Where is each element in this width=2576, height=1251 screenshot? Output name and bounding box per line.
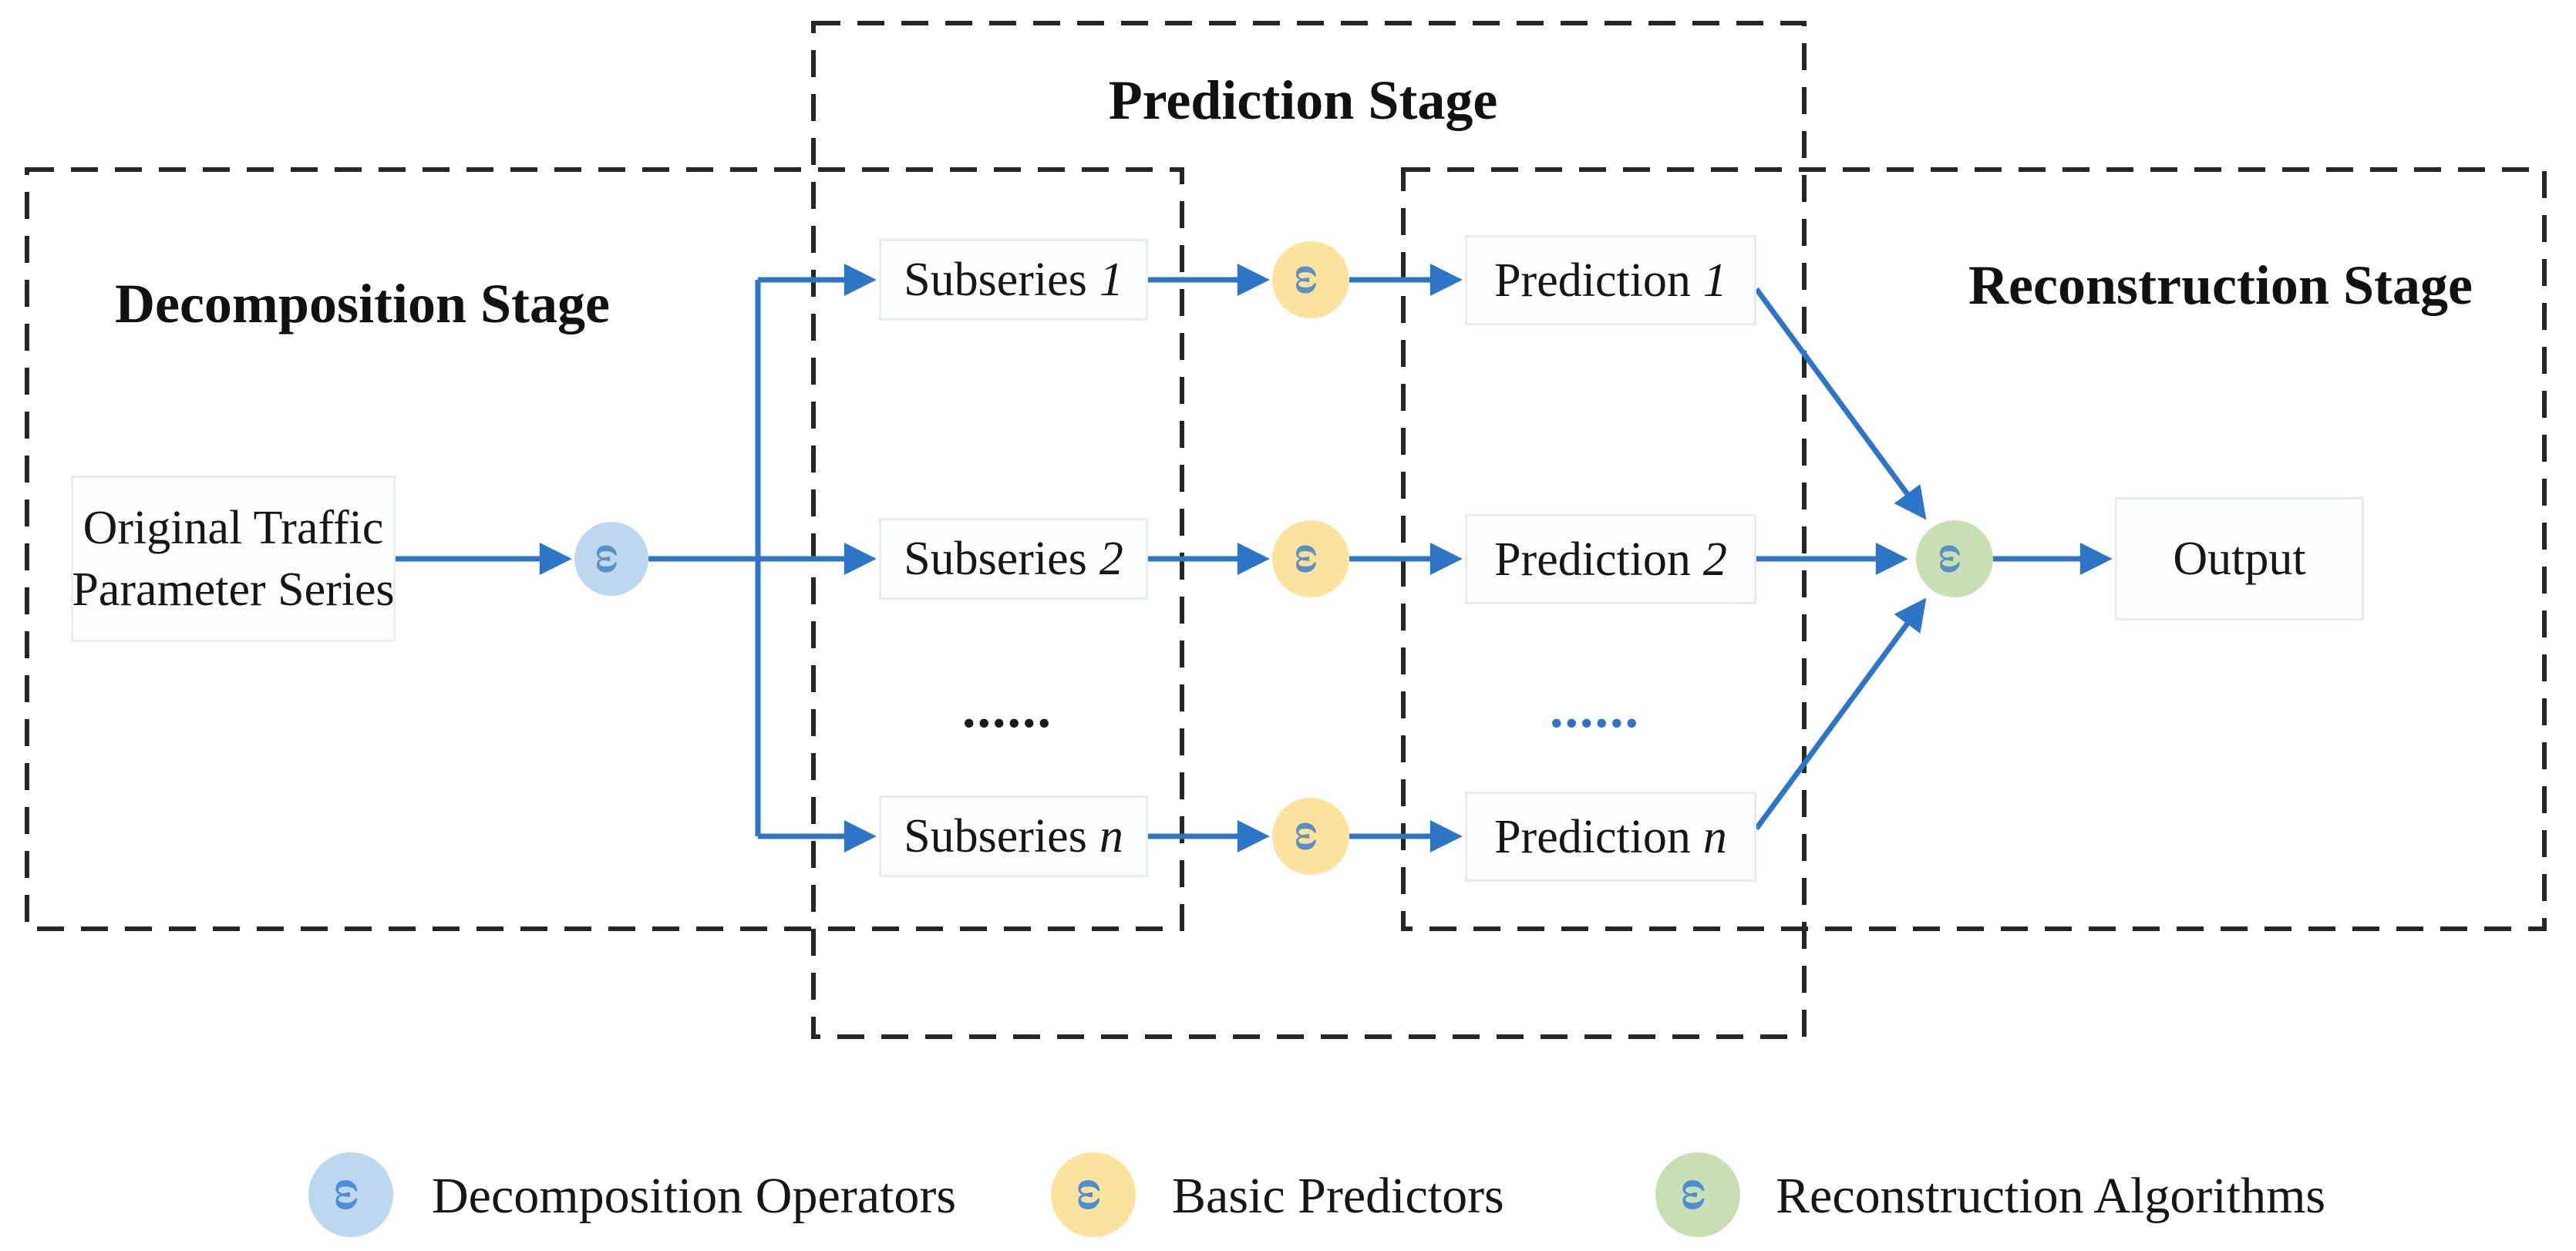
arrow-prediction1-to-reconstructor [1754, 287, 1927, 520]
input-line2: Parameter Series [72, 563, 395, 616]
omega-icon: ω [326, 1178, 376, 1212]
subseries-ellipsis: ...... [962, 680, 1052, 739]
subseries-n-index: n [1099, 810, 1123, 863]
reconstruction-stage-title: Reconstruction Stage [1968, 254, 2473, 316]
subseries-1-label: Subseries [904, 254, 1087, 306]
omega-icon: ω [1673, 1178, 1723, 1212]
omega-icon: ω [1287, 543, 1334, 574]
node-prediction-2: Prediction 2 [1465, 514, 1756, 604]
prediction-n-index: n [1702, 810, 1727, 863]
node-subseries-1: Subseries 1 [879, 239, 1148, 321]
omega-icon: ω [1069, 1178, 1119, 1212]
omega-icon: ω [1287, 821, 1334, 852]
prediction-2-index: 2 [1702, 533, 1727, 586]
prediction-1-index: 1 [1702, 254, 1727, 307]
legend-reconstruction-algorithms-icon: ω [1655, 1152, 1740, 1237]
node-prediction-1: Prediction 1 [1465, 235, 1756, 325]
predictions-ellipsis: ...... [1550, 680, 1640, 739]
node-prediction-n: Prediction n [1465, 792, 1756, 882]
node-output: Output [2115, 497, 2364, 620]
prediction-stage-border [811, 21, 1807, 1039]
decomposition-stage-border [25, 167, 1184, 931]
decomposition-operator-icon: ω [574, 522, 648, 596]
arrow-predictionN-to-reconstructor [1754, 597, 1927, 831]
legend-decomposition-operators-icon: ω [308, 1152, 393, 1237]
basic-predictor-icon-1: ω [1272, 241, 1349, 318]
prediction-stage-title: Prediction Stage [1108, 69, 1498, 131]
legend-basic-predictors-icon: ω [1051, 1152, 1136, 1237]
subseries-n-label: Subseries [904, 810, 1087, 863]
legend-basic-predictors-label: Basic Predictors [1172, 1168, 1504, 1224]
omega-icon: ω [1287, 264, 1334, 295]
prediction-n-label: Prediction [1494, 810, 1691, 863]
legend-reconstruction-algorithms-label: Reconstruction Algorithms [1776, 1168, 2326, 1224]
subseries-2-index: 2 [1099, 533, 1123, 585]
subseries-1-index: 1 [1099, 254, 1123, 306]
node-original-traffic-series: Original Traffic Parameter Series [71, 476, 396, 642]
prediction-1-label: Prediction [1494, 254, 1691, 307]
output-label: Output [2173, 533, 2306, 585]
basic-predictor-icon-2: ω [1272, 520, 1349, 597]
reconstruction-operator-icon: ω [1916, 520, 1993, 597]
decomposition-stage-title: Decomposition Stage [115, 273, 610, 335]
reconstruction-stage-border [1401, 167, 2547, 931]
omega-icon: ω [1931, 543, 1978, 574]
subseries-2-label: Subseries [904, 533, 1087, 585]
omega-icon: ω [588, 543, 635, 574]
prediction-2-label: Prediction [1494, 533, 1691, 586]
input-line1: Original Traffic [82, 502, 384, 554]
legend-decomposition-operators-label: Decomposition Operators [432, 1168, 957, 1224]
basic-predictor-icon-n: ω [1272, 798, 1349, 875]
node-subseries-n: Subseries n [879, 795, 1148, 877]
node-subseries-2: Subseries 2 [879, 518, 1148, 600]
